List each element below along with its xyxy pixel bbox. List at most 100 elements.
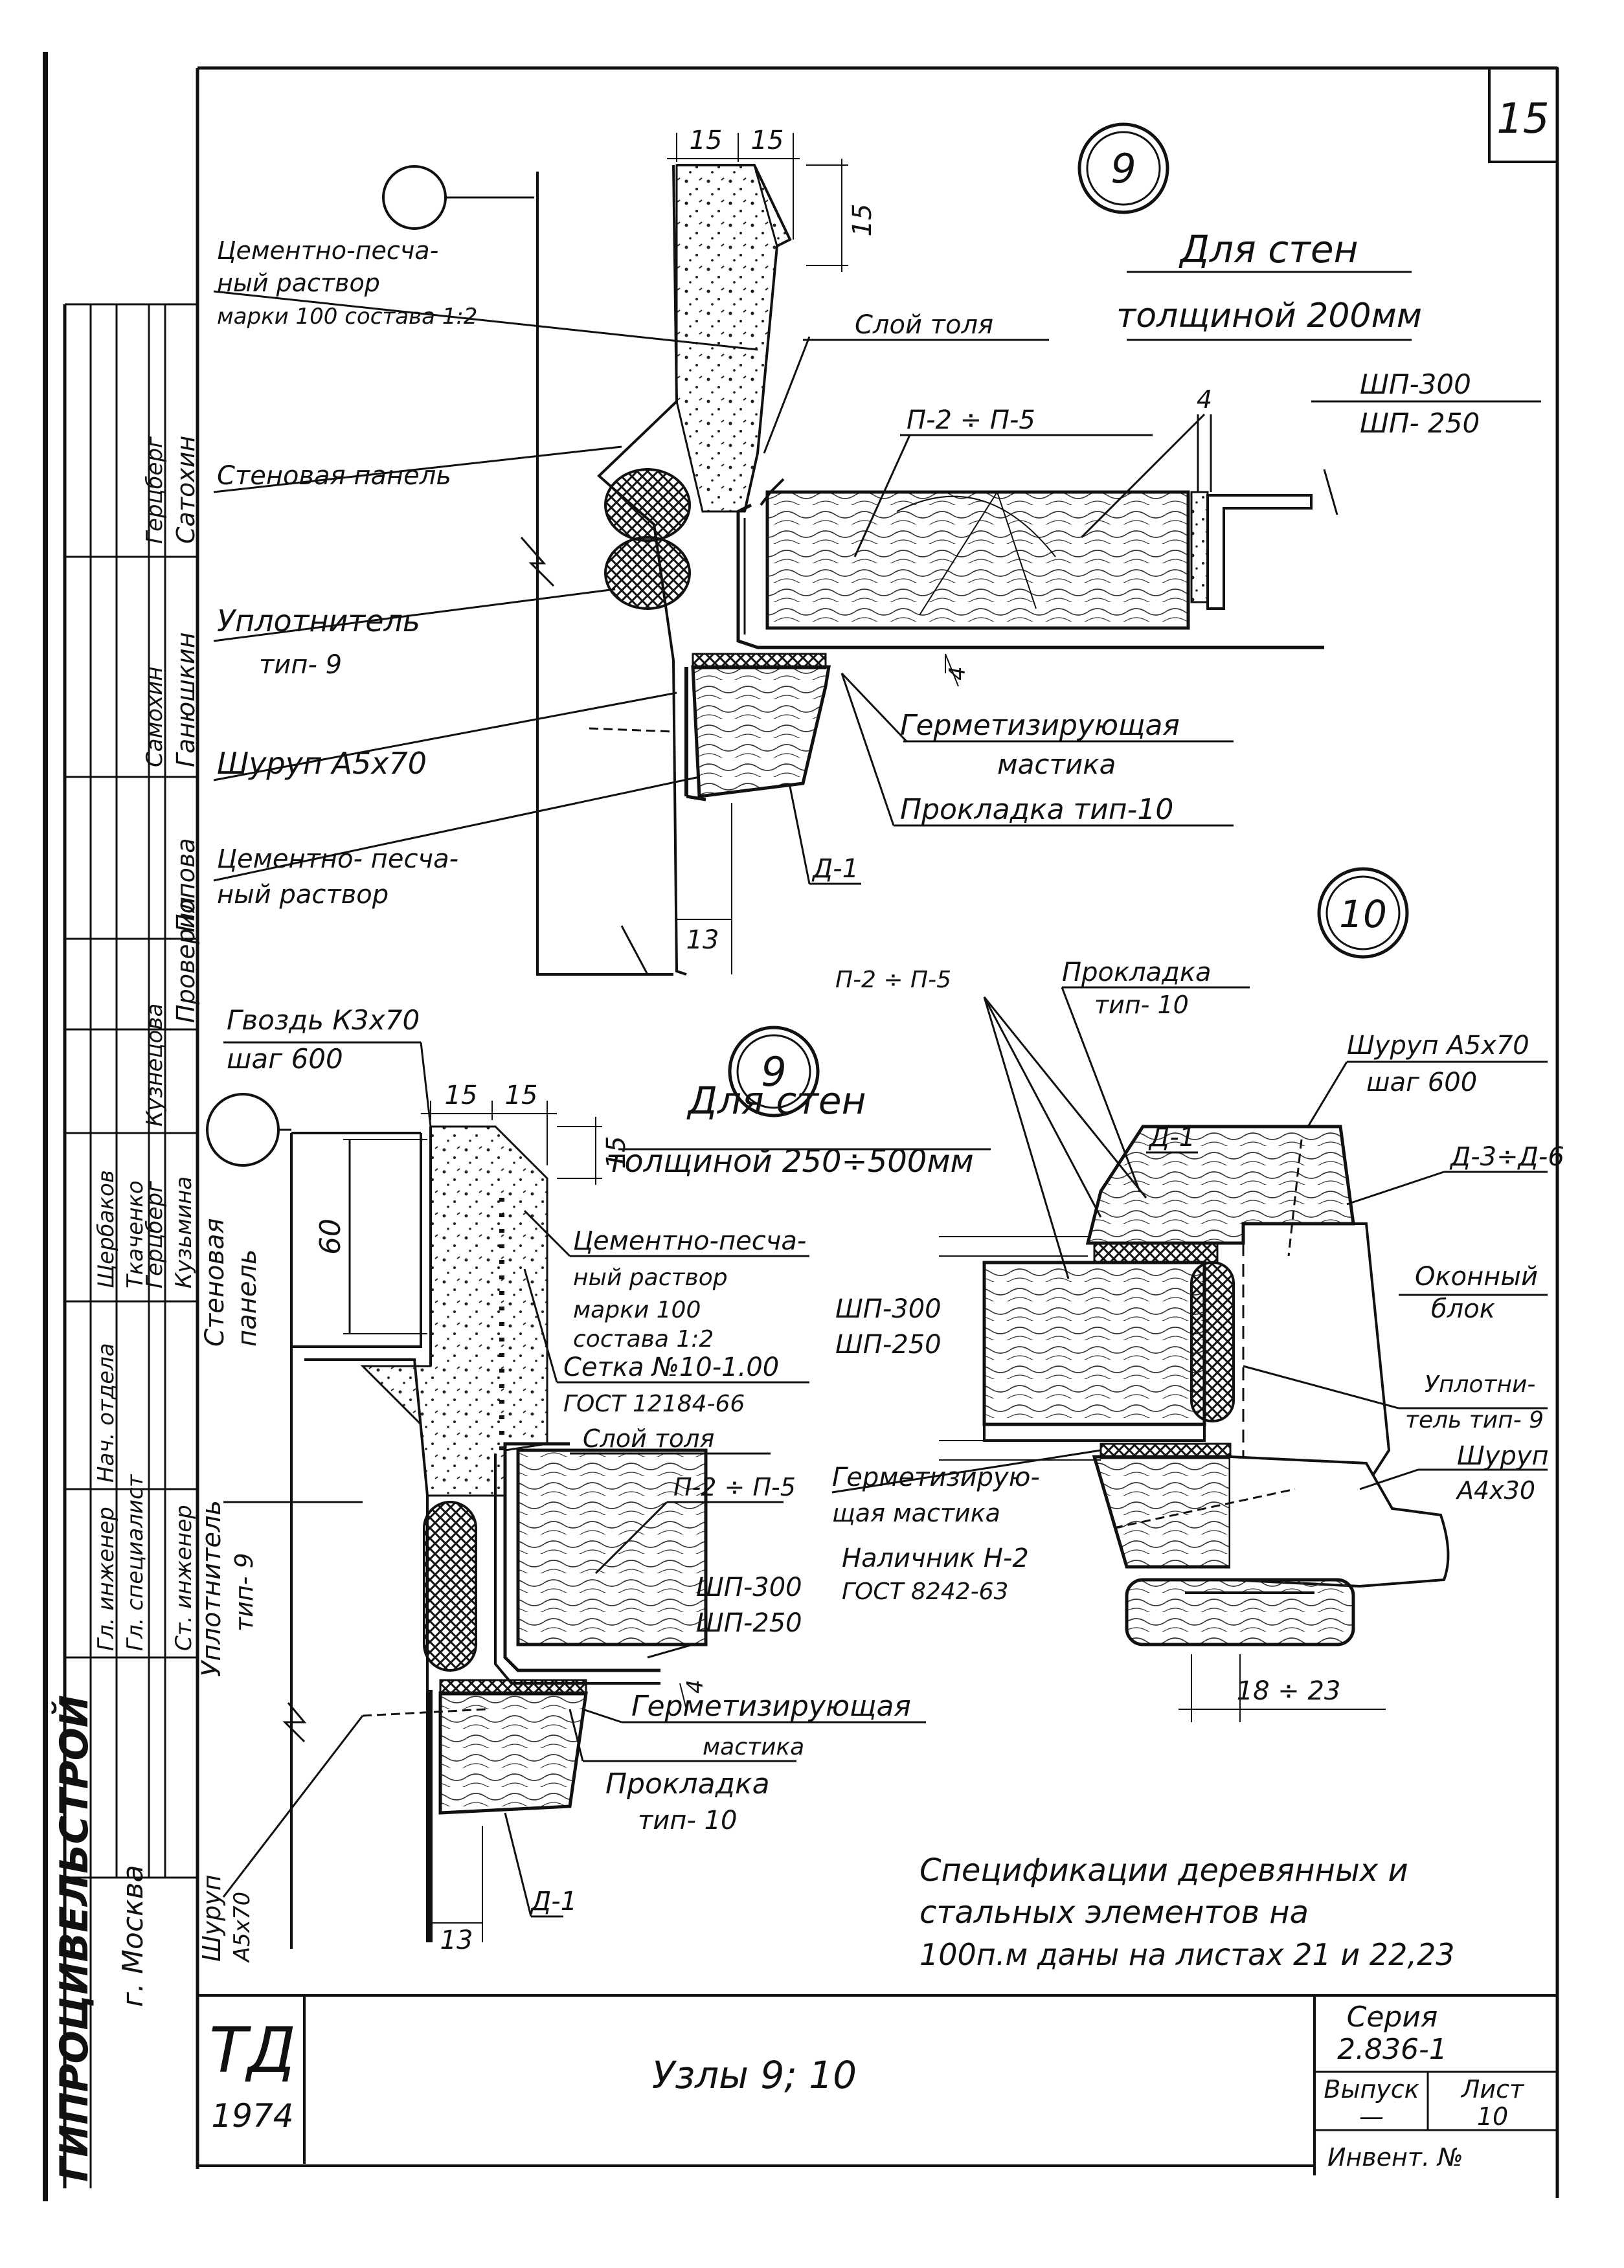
node9-bottom-mesh-l2: ГОСТ 12184-66: [563, 1391, 745, 1417]
node9-top-gasket: Прокладка тип-10: [900, 793, 1173, 826]
node10-dim-18-23: 18 ÷ 23: [1237, 1676, 1341, 1706]
node9-bottom-dim-13: 13: [440, 1926, 473, 1955]
node9-top-d1: Д-1: [811, 854, 859, 884]
side-name-1: Щербаков: [93, 1170, 119, 1288]
node9-bottom-wall-panel-l1: Стеновая: [200, 1218, 230, 1347]
node10-screw-top-l2: шаг 600: [1366, 1068, 1477, 1097]
node9-bottom-title-2: толщиной 250÷500мм: [606, 1143, 974, 1180]
node9-top-mortar-l2: ный раствор: [217, 269, 380, 297]
node9-bottom-mastic-l1: Герметизирующая: [631, 1690, 911, 1723]
side-name-3: Герцберг: [142, 1180, 168, 1288]
node9-bottom-dim-15a: 15: [445, 1081, 478, 1110]
node9-top-leaders: [213, 271, 1541, 885]
node10-sealant-l2: тель тип- 9: [1405, 1407, 1544, 1433]
page-number: 15: [1496, 95, 1549, 143]
stamp-year: 1974: [211, 2097, 293, 2135]
node9-bottom-dim-4: 4: [682, 1679, 708, 1694]
node9-top-title-2: толщиной 200мм: [1116, 297, 1422, 335]
node9-top-mortar2-l1: Цементно- песча-: [217, 844, 458, 874]
side-name-4: Кузьмина: [171, 1176, 197, 1288]
series-label: Серия: [1347, 2001, 1438, 2034]
node9-bottom-nail-l2: шаг 600: [227, 1043, 343, 1075]
node9-bottom-sealant-l1: Уплотнитель: [197, 1500, 227, 1677]
node9-bottom-mesh-l1: Сетка №10-1.00: [563, 1353, 779, 1382]
node10-window-l1: Оконный: [1415, 1262, 1538, 1292]
node9-bottom-screw-l1: Шуруп: [197, 1874, 226, 1962]
issue-value: —: [1359, 2102, 1384, 2131]
node9-bottom-number: 9: [761, 1048, 786, 1095]
node10-d3: Д-3÷Д-6: [1449, 1142, 1564, 1172]
node10-plate-l2: ШП-250: [835, 1330, 942, 1360]
node10-mastic-l1: Герметизирую-: [832, 1463, 1040, 1492]
node9-top-drawing: [382, 133, 1324, 976]
node9-bottom-mortar-l2: ный раствор: [573, 1264, 728, 1291]
inventory-label: Инвент. №: [1327, 2143, 1463, 2172]
side-approval-3: Попова: [172, 838, 200, 932]
node9-top-mortar-l3: марки 100 состава 1:2: [217, 304, 477, 330]
node9-bottom-plate-l2: ШП-250: [696, 1608, 802, 1638]
node9-top-mortar-l1: Цементно-песча-: [217, 236, 438, 265]
issue-label: Выпуск: [1324, 2075, 1419, 2104]
node9-top-mastic-l2: мастика: [997, 748, 1116, 780]
sheet-value: 10: [1477, 2102, 1508, 2131]
side-approval-2: Ганюшкин: [172, 632, 200, 767]
node9-top-marker: [1077, 122, 1169, 214]
side-city: г. Москва: [117, 1865, 150, 2007]
node9-top-plate-l1: ШП-300: [1360, 368, 1471, 400]
node9-bottom-nail-l1: Гвоздь К3х70: [227, 1004, 420, 1036]
side-signature-3: Кузнецова: [142, 1004, 168, 1127]
node9-top-dim-4: 4: [1197, 385, 1212, 414]
stamp-td: ТД: [209, 2014, 296, 2087]
note-line-3: 100п.м даны на листах 21 и 22,23: [919, 1937, 1455, 1972]
side-name-2: Ткаченко: [122, 1180, 148, 1288]
node10-trim-l1: Наличник Н-2: [842, 1544, 1029, 1573]
node9-top-screw: Шуруп А5х70: [217, 746, 427, 781]
node9-top-tar-layer: Слой толя: [855, 310, 993, 340]
node9-bottom-title-1: Для стен: [686, 1079, 866, 1123]
node10-trim-l2: ГОСТ 8242-63: [842, 1578, 1008, 1605]
node10-d1: Д-1: [1148, 1123, 1195, 1152]
node9-bottom-screw-l2: А5х70: [229, 1892, 255, 1963]
side-signature-1: Герцберг: [142, 436, 168, 544]
node9-top-mortar2-l2: ный раствор: [217, 880, 389, 910]
node9-top-sealant-l1: Уплотнитель: [217, 603, 420, 638]
node9-bottom-mortar-l1: Цементно-песча-: [573, 1226, 806, 1256]
node10-screw-bottom-l1: Шуруп: [1457, 1441, 1549, 1471]
node9-bottom-leaders: [222, 1041, 991, 1918]
note-line-1: Спецификации деревянных и: [919, 1852, 1408, 1889]
node9-bottom-mortar-l3: марки 100: [573, 1297, 701, 1323]
node9-top-title-1: Для стен: [1179, 227, 1359, 271]
note-line-2: стальных элементов на: [919, 1894, 1309, 1931]
node9-bottom-gasket-l1: Прокладка: [605, 1768, 770, 1801]
node9-top-mastic-l1: Герметизирующая: [900, 709, 1180, 742]
sheet-frame: [43, 52, 1559, 2201]
side-role-4: Ст. инженер: [171, 1505, 197, 1651]
node9-top-number: 9: [1111, 145, 1136, 192]
side-role-2: Гл. инженер: [93, 1507, 119, 1651]
node9-bottom-drawing: [206, 1093, 708, 1949]
side-role-1: Нач. отдела: [93, 1343, 119, 1483]
node10-screw-bottom-l2: А4х30: [1455, 1476, 1535, 1505]
node9-bottom-tar-layer: Слой толя: [583, 1424, 714, 1453]
side-org: ГИПРОЦИВЕЛЬСТРОЙ: [51, 1695, 97, 2182]
node10-marker: [1317, 867, 1409, 959]
node9-top-wall-panel: Стеновая панель: [217, 461, 451, 491]
node9-bottom-d1: Д-1: [530, 1887, 577, 1916]
node9-top-dim-15v: 15: [848, 204, 877, 237]
node9-bottom-mortar-l4: состава 1:2: [573, 1326, 714, 1353]
side-title-block: [63, 303, 197, 2188]
node9-bottom-gasket-l2: тип- 10: [638, 1806, 738, 1836]
node10-gasket-l2: тип- 10: [1094, 991, 1189, 1019]
node9-bottom-marker-inner: [736, 1034, 811, 1109]
node9-top-marker-inner: [1086, 131, 1161, 206]
node9-bottom-marker: [728, 1026, 820, 1117]
node10-marker-inner: [1325, 875, 1401, 950]
node10-sealant-l1: Уплотни-: [1425, 1371, 1535, 1398]
node9-top-dim-4b: 4: [945, 666, 971, 680]
node9-bottom-sealant-l2: тип- 9: [230, 1553, 258, 1632]
node10-mastic-l2: щая мастика: [832, 1499, 1000, 1527]
node9-bottom-dim-15v: 15: [602, 1136, 631, 1169]
sheet-label: Лист: [1460, 2075, 1525, 2104]
side-signature-2: Самохин: [142, 667, 168, 767]
